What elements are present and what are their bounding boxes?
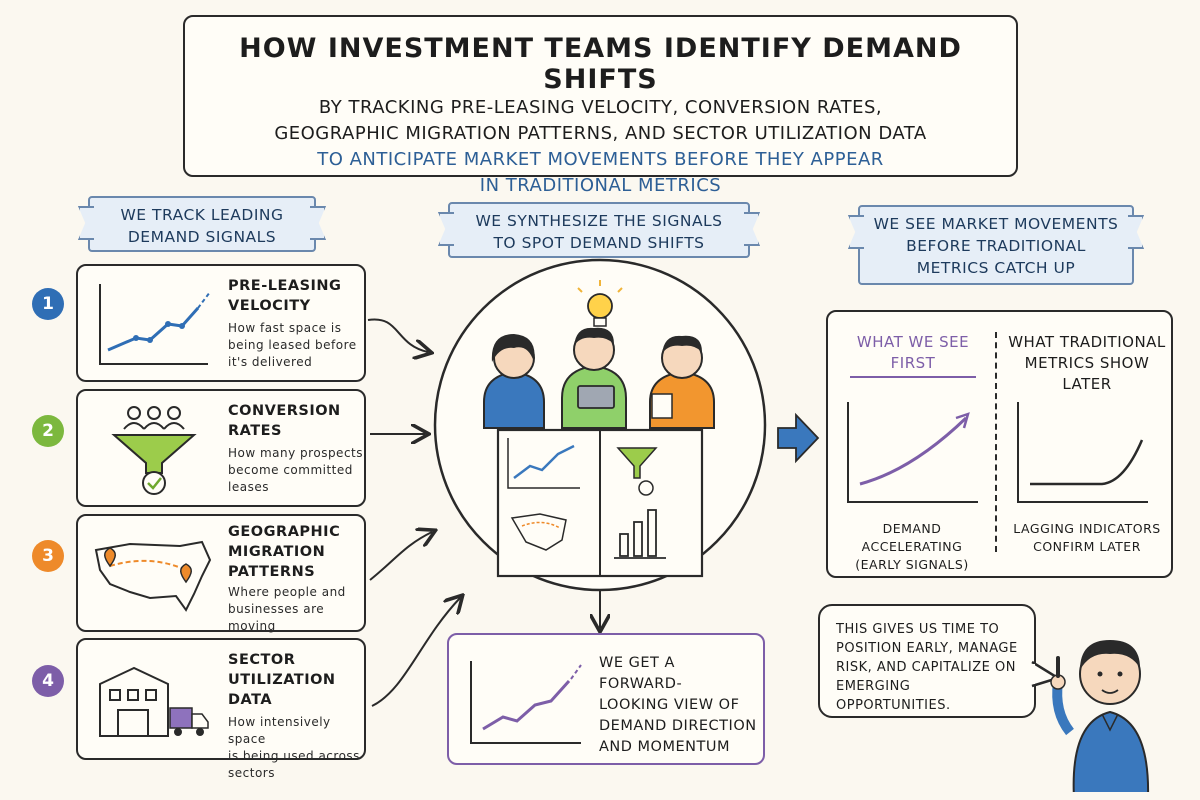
- bubble-text: POSITION EARLY, MANAGE: [836, 641, 1018, 656]
- big-right-arrow: [777, 412, 820, 464]
- step-badge-2: 2: [32, 415, 64, 447]
- subtitle-line: GEOGRAPHIC MIGRATION PATTERNS, AND SECTO…: [274, 123, 927, 144]
- center-banner: WE SYNTHESIZE THE SIGNALS TO SPOT DEMAND…: [448, 202, 750, 258]
- signal-desc: How many prospects: [228, 446, 363, 460]
- warehouse-truck-icon: [99, 666, 209, 737]
- line-chart-icon: [99, 284, 211, 365]
- bubble-text: EMERGING OPPORTUNITIES.: [836, 679, 951, 713]
- step-badge-3: 3: [32, 540, 64, 572]
- signal-title: RATES: [228, 423, 283, 439]
- page-title: HOW INVESTMENT TEAMS IDENTIFY DEMAND SHI…: [239, 33, 962, 95]
- heading-underline: [850, 376, 976, 378]
- outcome-text: DEMAND DIRECTION: [599, 718, 757, 734]
- signal-title: MIGRATION: [228, 544, 326, 560]
- presenter-illustration: [1050, 640, 1150, 792]
- signal-desc: sectors: [228, 766, 275, 780]
- step-badge-1: 1: [32, 288, 64, 320]
- team-illustration: [483, 280, 715, 578]
- bubble-text: THIS GIVES US TIME TO: [836, 622, 1000, 637]
- signal-title: GEOGRAPHIC: [228, 524, 341, 540]
- step-badge-4: 4: [32, 665, 64, 697]
- banner-text: WE SEE MARKET MOVEMENTS: [873, 215, 1119, 233]
- signal-desc: leases: [228, 480, 269, 494]
- comparison-heading: FIRST: [890, 354, 936, 372]
- signal-desc: How fast space is: [228, 321, 342, 335]
- signal-title: CONVERSION: [228, 403, 341, 419]
- signal-title: VELOCITY: [228, 298, 311, 314]
- subtitle-highlight: IN TRADITIONAL METRICS: [479, 175, 722, 196]
- signal-desc: is being used across: [228, 749, 360, 763]
- subtitle-line: BY TRACKING PRE-LEASING VELOCITY, CONVER…: [318, 97, 883, 118]
- bubble-text: RISK, AND CAPITALIZE ON: [836, 660, 1016, 675]
- comparison-caption: DEMAND ACCELERATING: [861, 521, 963, 554]
- comparison-caption: (EARLY SIGNALS): [855, 557, 969, 572]
- left-banner: WE TRACK LEADING DEMAND SIGNALS: [88, 196, 316, 252]
- outcome-box: WE GET A FORWARD- LOOKING VIEW OF DEMAND…: [447, 633, 765, 765]
- comparison-heading: WHAT WE SEE: [856, 333, 970, 351]
- outcome-text: LOOKING VIEW OF: [599, 697, 740, 713]
- comparison-caption: LAGGING INDICATORS: [1013, 521, 1161, 536]
- signal-desc: become committed: [228, 463, 353, 477]
- divider: [995, 332, 997, 552]
- signal-desc: it's delivered: [228, 355, 313, 369]
- signal-desc: businesses are moving: [228, 602, 325, 633]
- comparison-heading: METRICS SHOW LATER: [1024, 354, 1150, 393]
- outcome-text: WE GET A FORWARD-: [599, 655, 683, 692]
- signal-card-conversion: CONVERSION RATES How many prospects beco…: [76, 389, 366, 507]
- funnel-icon: [111, 406, 197, 495]
- signal-desc: How intensively space: [228, 715, 331, 746]
- lagging-chart: [1017, 402, 1148, 503]
- signal-title: PRE-LEASING: [228, 278, 342, 294]
- trend-chart-icon: [470, 661, 582, 744]
- signal-desc: Where people and: [228, 585, 346, 599]
- arrow-connector: [371, 598, 460, 707]
- banner-text: BEFORE TRADITIONAL: [906, 237, 1086, 255]
- outcome-text: AND MOMENTUM: [599, 739, 730, 755]
- subtitle-highlight: TO ANTICIPATE MARKET MOVEMENTS BEFORE TH…: [317, 149, 884, 170]
- accelerating-chart: [847, 402, 978, 503]
- right-banner: WE SEE MARKET MOVEMENTS BEFORE TRADITION…: [858, 205, 1134, 285]
- signal-title: PATTERNS: [228, 564, 316, 580]
- banner-text: WE SYNTHESIZE THE SIGNALS: [475, 212, 723, 230]
- title-box: HOW INVESTMENT TEAMS IDENTIFY DEMAND SHI…: [183, 15, 1018, 196]
- signal-card-migration: GEOGRAPHIC MIGRATION PATTERNS Where peop…: [76, 514, 366, 633]
- comparison-heading: WHAT TRADITIONAL: [1008, 333, 1166, 351]
- signal-title: UTILIZATION DATA: [228, 672, 336, 708]
- signal-card-utilization: SECTOR UTILIZATION DATA How intensively …: [76, 638, 366, 780]
- signal-title: SECTOR: [228, 652, 296, 668]
- banner-text: WE TRACK LEADING: [120, 206, 284, 224]
- lightbulb-icon: [577, 280, 623, 327]
- banner-text: METRICS CATCH UP: [916, 259, 1076, 277]
- banner-text: DEMAND SIGNALS: [127, 228, 277, 246]
- arrow-connector: [369, 532, 432, 581]
- comparison-box: WHAT WE SEE FIRST DEMAND ACCELERATING (E…: [826, 310, 1173, 578]
- arrow-connector: [367, 318, 428, 352]
- speech-bubble: THIS GIVES US TIME TO POSITION EARLY, MA…: [818, 604, 1036, 718]
- comparison-caption: CONFIRM LATER: [1033, 539, 1141, 554]
- banner-text: TO SPOT DEMAND SHIFTS: [493, 234, 705, 252]
- signal-card-pre-leasing: PRE-LEASING VELOCITY How fast space is b…: [76, 264, 366, 382]
- signal-desc: being leased before: [228, 338, 357, 352]
- us-map-icon: [94, 540, 212, 612]
